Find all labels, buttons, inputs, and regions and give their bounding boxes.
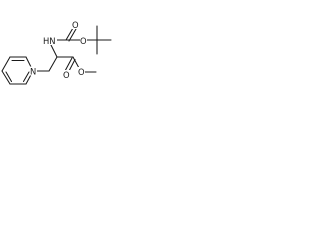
ring-double-bond bbox=[22, 71, 30, 83]
ester-c-to-o-methoxy-bond bbox=[72, 56, 80, 69]
carbamate-nh-label: HN bbox=[43, 36, 56, 46]
carbamate-ether-oxygen-label: O bbox=[80, 36, 87, 46]
pyridine-nitrogen-label: N bbox=[30, 67, 36, 77]
ester-carbonyl-double-bond bbox=[67, 58, 76, 73]
ring-bond bbox=[1, 70, 11, 85]
ring-bond bbox=[1, 56, 11, 72]
alpha-to-nh-bond bbox=[50, 44, 58, 58]
ch2-to-alpha-bond bbox=[48, 56, 58, 72]
carbamate-carbonyl-oxygen-label: O bbox=[72, 20, 79, 30]
pyridine-ring bbox=[1, 56, 34, 85]
ester-carbonyl-oxygen-label: O bbox=[63, 70, 70, 80]
ester-methoxy-oxygen-label: O bbox=[78, 67, 85, 77]
ester-carbonyl-double-bond bbox=[64, 57, 73, 72]
carbamate-carbonyl-double-bond bbox=[68, 28, 77, 42]
carbamate-c-to-carbonyl-o-bond bbox=[65, 27, 74, 41]
ring-double-bond bbox=[5, 71, 13, 83]
chemical-structure-diagram: N HN O O O O bbox=[1, 20, 112, 85]
